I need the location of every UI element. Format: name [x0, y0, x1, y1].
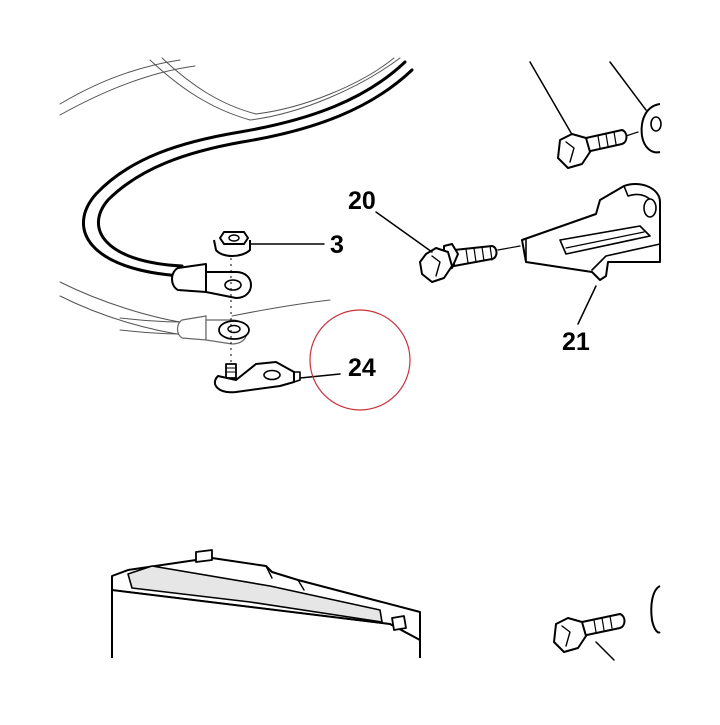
- battery-cable: [81, 60, 414, 278]
- body-panel-contours: [59, 57, 401, 337]
- mounting-bracket: [521, 183, 661, 281]
- callout-label-3: 3: [330, 231, 344, 259]
- leader-line-21: [577, 285, 597, 325]
- lower-bolt: [553, 585, 661, 661]
- flange-bolt: [419, 243, 498, 283]
- leader-line-20: [375, 211, 433, 253]
- callout-label-21: 21: [562, 328, 590, 356]
- secondary-lead: [119, 317, 183, 323]
- highlight-circle: [309, 309, 411, 411]
- flange-nut: [213, 231, 251, 257]
- leader-line-24: [299, 373, 341, 379]
- stud-bracket: [213, 361, 301, 394]
- bolt-axis: [497, 245, 521, 251]
- callout-label-24: 24: [348, 354, 376, 382]
- secondary-lead-edge: [119, 329, 183, 335]
- battery: [111, 549, 421, 658]
- callout-label-20: 20: [348, 187, 376, 215]
- cable-ring-terminal: [171, 263, 252, 299]
- washer: [218, 320, 250, 340]
- upper-bolt: [529, 61, 662, 169]
